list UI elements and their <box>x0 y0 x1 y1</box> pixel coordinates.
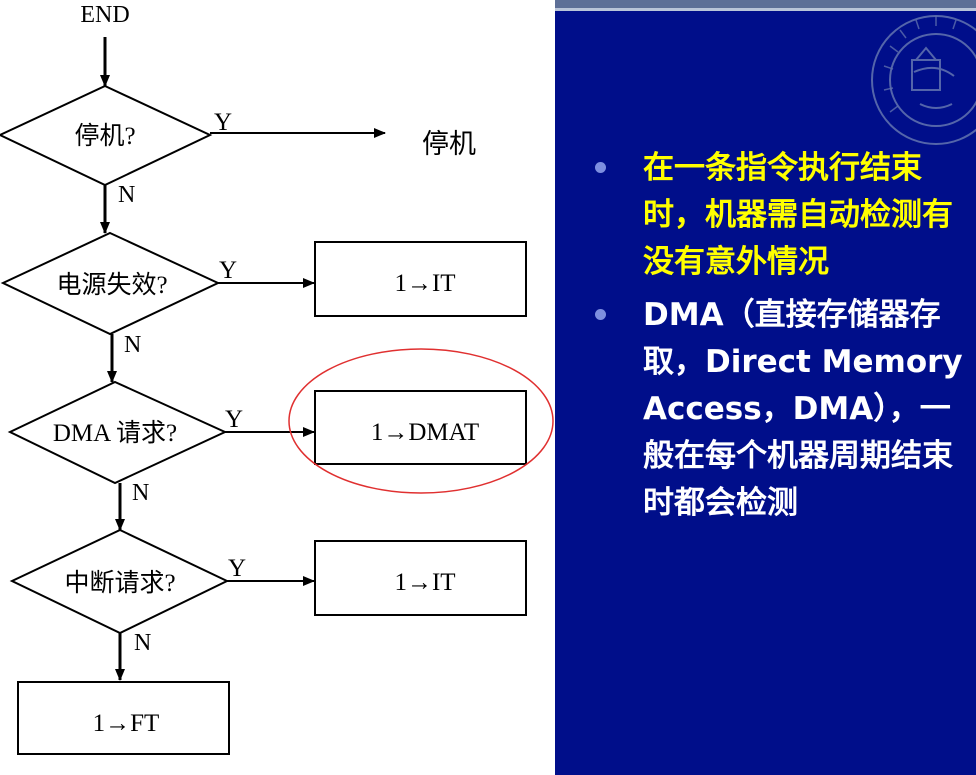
highlight-ellipse <box>288 348 554 494</box>
slide-text-panel: 在一条指令执行结束时，机器需自动检测有没有意外情况 DMA（直接存储器存取，Di… <box>555 0 976 775</box>
decision-dma-request <box>7 380 228 485</box>
bullet-list: 在一条指令执行结束时，机器需自动检测有没有意外情况 DMA（直接存储器存取，Di… <box>595 145 967 527</box>
decision-interrupt-request <box>9 528 230 635</box>
decision-dma-request-label: DMA 请求? <box>53 419 177 447</box>
bullet-2-text: DMA（直接存储器存取，Direct Memory Access，DMA），一般… <box>643 297 963 521</box>
panel-top-stripe <box>555 8 976 11</box>
halt-result: 停机 <box>422 129 476 159</box>
yes-label-power: Y <box>219 257 237 284</box>
box-power-it-label: 1→IT <box>394 270 455 297</box>
box-interrupt-it-label: 1→IT <box>394 569 455 596</box>
no-label-halt: N <box>118 182 135 208</box>
box-dmat-label: 1→DMAT <box>371 419 479 446</box>
bullet-dot-icon <box>595 309 606 320</box>
box-interrupt-it <box>314 540 527 616</box>
box-ft <box>17 681 230 755</box>
flowchart: END 停机? Y 停机 N 电源失效? Y 1→IT N DMA 请求? Y … <box>0 2 554 755</box>
bullet-item-1: 在一条指令执行结束时，机器需自动检测有没有意外情况 <box>595 145 967 286</box>
decision-halt-label: 停机? <box>74 122 135 150</box>
bullet-1-text: 在一条指令执行结束时，机器需自动检测有没有意外情况 <box>643 150 953 280</box>
flow-connectors <box>100 37 125 681</box>
university-seal-icon <box>871 15 976 145</box>
box-ft-label: 1→FT <box>93 710 160 737</box>
box-dmat <box>314 390 527 465</box>
yes-label-dma: Y <box>225 406 243 433</box>
decision-power-failure <box>0 231 221 336</box>
end-label: END <box>80 2 129 28</box>
yes-label-halt: Y <box>214 109 232 136</box>
decision-power-failure-label: 电源失效? <box>56 271 167 299</box>
no-label-dma: N <box>132 480 149 506</box>
panel-top-bar <box>555 0 976 8</box>
decision-interrupt-request-label: 中断请求? <box>64 569 175 597</box>
bullet-item-2: DMA（直接存储器存取，Direct Memory Access，DMA），一般… <box>595 292 967 527</box>
yes-label-interrupt: Y <box>228 555 246 582</box>
box-power-it <box>314 241 527 317</box>
decision-halt <box>0 84 213 187</box>
no-label-interrupt: N <box>134 630 151 656</box>
no-label-power: N <box>124 332 141 358</box>
bullet-dot-icon <box>595 162 606 173</box>
